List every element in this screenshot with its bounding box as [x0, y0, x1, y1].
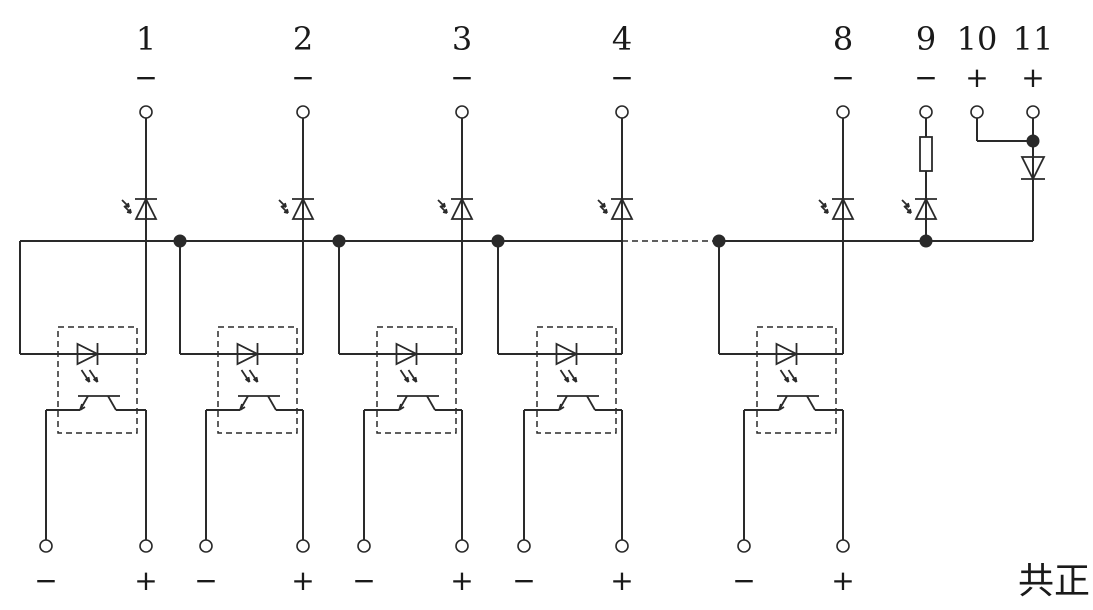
output-terminal-plus	[139, 539, 153, 553]
optocoupler-module	[756, 326, 837, 434]
optocoupler-led	[555, 342, 579, 366]
terminal-number-label: 4	[612, 20, 632, 58]
terminal-number-label: 8	[833, 20, 853, 58]
optocoupler-led	[775, 342, 799, 366]
output-plus-label: +	[291, 564, 314, 597]
top-terminal	[919, 105, 933, 119]
terminal-polarity-label: −	[914, 61, 937, 94]
optocoupler-module	[376, 326, 457, 434]
output-plus-label: +	[610, 564, 633, 597]
top-terminal	[296, 105, 310, 119]
output-minus-label: −	[34, 564, 57, 597]
output-terminals: − + − + − + − + − +	[34, 539, 855, 597]
led-diode	[597, 196, 634, 220]
resistor	[919, 136, 933, 172]
junction-dot	[1026, 134, 1040, 148]
output-minus-label: −	[194, 564, 217, 597]
caption: 共正	[1018, 561, 1090, 602]
optocoupler-module	[57, 326, 138, 434]
output-terminal-plus	[296, 539, 310, 553]
top-labels: 1−2−3−4−8−9−10+11+	[134, 20, 1054, 119]
terminal-number-label: 3	[452, 20, 472, 58]
output-minus-label: −	[512, 564, 535, 597]
led-diode	[818, 196, 855, 220]
top-terminal	[1026, 105, 1040, 119]
diode	[1020, 156, 1046, 182]
top-terminal	[615, 105, 629, 119]
output-terminal-plus	[455, 539, 469, 553]
output-terminal-minus	[39, 539, 53, 553]
terminal-number-label: 10	[957, 20, 998, 58]
optocoupler-led	[395, 342, 419, 366]
top-terminal	[970, 105, 984, 119]
top-terminal	[139, 105, 153, 119]
junction-dot	[491, 234, 505, 248]
output-minus-label: −	[352, 564, 375, 597]
misc-components	[121, 136, 1046, 220]
led-diode	[121, 196, 158, 220]
terminal-polarity-label: −	[134, 61, 157, 94]
output-terminal-plus	[836, 539, 850, 553]
output-plus-label: +	[450, 564, 473, 597]
wires	[19, 118, 1040, 540]
led-diode	[437, 196, 474, 220]
output-plus-label: +	[831, 564, 854, 597]
optocoupler-led	[76, 342, 100, 366]
optocoupler-module	[536, 326, 617, 434]
led-diode	[278, 196, 315, 220]
junction-dot	[712, 234, 726, 248]
optocoupler-modules	[57, 326, 837, 434]
output-plus-label: +	[134, 564, 157, 597]
junction-dot	[173, 234, 187, 248]
output-terminal-minus	[517, 539, 531, 553]
terminal-polarity-label: −	[450, 61, 473, 94]
terminal-polarity-label: +	[1021, 61, 1044, 94]
junction-dot	[332, 234, 346, 248]
terminal-polarity-label: +	[965, 61, 988, 94]
junction-dot	[919, 234, 933, 248]
top-terminal	[455, 105, 469, 119]
terminal-number-label: 1	[136, 20, 156, 58]
terminal-number-label: 2	[293, 20, 313, 58]
terminal-polarity-label: −	[610, 61, 633, 94]
output-terminal-minus	[737, 539, 751, 553]
optocoupler-module	[217, 326, 298, 434]
terminal-number-label: 9	[916, 20, 936, 58]
led-diode	[901, 196, 938, 220]
output-terminal-plus	[615, 539, 629, 553]
output-minus-label: −	[732, 564, 755, 597]
terminal-number-label: 11	[1013, 20, 1054, 58]
output-terminal-minus	[357, 539, 371, 553]
top-terminal	[836, 105, 850, 119]
terminal-polarity-label: −	[291, 61, 314, 94]
output-terminal-minus	[199, 539, 213, 553]
terminal-polarity-label: −	[831, 61, 854, 94]
optocoupler-led	[236, 342, 260, 366]
